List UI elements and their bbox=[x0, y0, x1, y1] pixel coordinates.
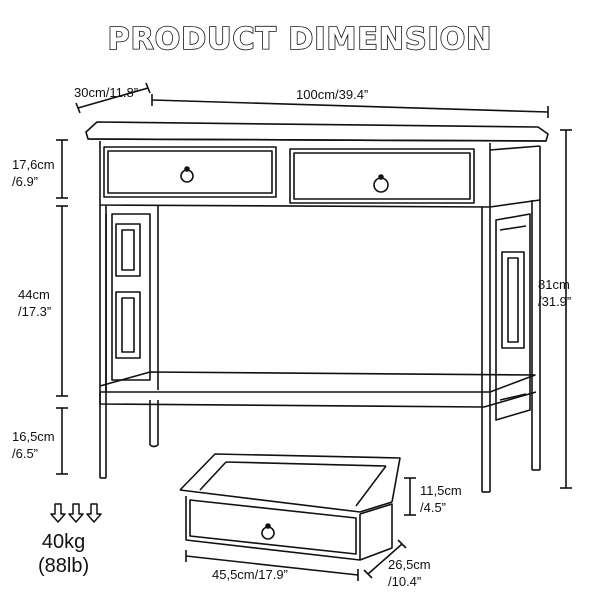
left-side-fret bbox=[105, 206, 159, 392]
depth-label: 30cm/11.8” bbox=[74, 85, 139, 100]
total-height-label: 81cm /31.9” bbox=[538, 277, 572, 309]
ring-pull-icon bbox=[180, 169, 194, 183]
width-label: 100cm/39.4” bbox=[296, 87, 369, 102]
ring-pull-icon bbox=[373, 177, 389, 193]
drawer-height-label: 17,6cm /6.9” bbox=[12, 157, 55, 189]
table-top bbox=[85, 121, 549, 142]
bottom-shelf bbox=[99, 371, 536, 393]
table-apron bbox=[99, 141, 491, 208]
drawer-box-width-label: 45,5cm/17.9” bbox=[212, 567, 288, 582]
left-drawer bbox=[103, 146, 277, 198]
drawer-box-depth-label: 26,5cm /10.4” bbox=[388, 557, 431, 589]
down-arrow-icon bbox=[86, 503, 102, 523]
weight-label: 40kg (88lb) bbox=[38, 531, 90, 577]
middle-height-label: 44cm /17.3” bbox=[18, 287, 52, 319]
right-side-fret bbox=[495, 213, 531, 421]
drawer-box-height-label: 11,5cm /4.5” bbox=[420, 483, 462, 515]
page-title: PRODUCT DIMENSION bbox=[107, 21, 493, 58]
bottom-height-label: 16,5cm /6.5” bbox=[12, 429, 55, 461]
right-drawer bbox=[289, 148, 475, 204]
dimension-lines bbox=[56, 82, 572, 581]
drawer-box bbox=[179, 453, 401, 561]
down-arrow-icon bbox=[68, 503, 84, 523]
down-arrow-icon bbox=[50, 503, 66, 523]
